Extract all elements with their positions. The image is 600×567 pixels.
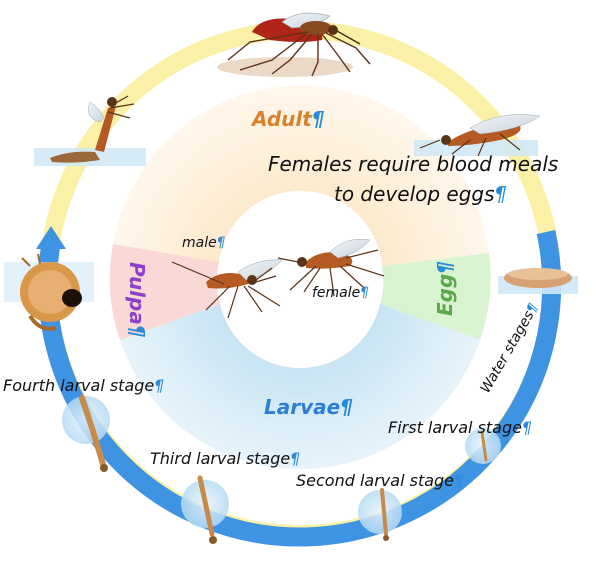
adult-mosquito-top-icon <box>217 12 371 77</box>
first-larva-icon <box>480 430 488 462</box>
sector-adult <box>113 85 489 267</box>
outer-ring-blue <box>38 230 562 547</box>
blood-meal-note-line2: to develop eggs¶ <box>334 182 507 206</box>
egg-raft-icon <box>498 268 578 294</box>
egg-label: Egg¶ <box>433 261 457 316</box>
pupa-icon <box>4 253 94 331</box>
male-mosquito-icon <box>171 259 283 319</box>
male-label: male¶ <box>182 235 226 251</box>
first-larval-label: First larval stage¶ <box>388 418 532 437</box>
fourth-larva-icon <box>79 395 108 472</box>
third-larva-icon <box>197 475 217 544</box>
sector-egg <box>380 253 491 340</box>
sector-pulpa <box>109 244 220 340</box>
female-label: female¶ <box>312 285 369 301</box>
inner-hole <box>218 200 382 364</box>
inner-ring <box>109 85 491 470</box>
emerging-adult-icon <box>34 95 146 166</box>
second-larva-icon <box>380 488 389 541</box>
laying-mosquito-icon <box>414 114 541 157</box>
adult-label: Adult¶ <box>250 107 325 131</box>
ring-arrow-head <box>36 226 66 249</box>
sector-larvae <box>120 304 480 470</box>
larvae-label: Larvae¶ <box>264 395 353 419</box>
fourth-larval-label: Fourth larval stage¶ <box>3 376 164 395</box>
female-mosquito-icon <box>277 239 385 297</box>
blood-meal-note-line1: Females require blood meals <box>268 152 558 176</box>
pulpa-label: Pulpa¶ <box>125 262 149 338</box>
third-larval-label: Third larval stage¶ <box>150 449 300 468</box>
second-larval-label: Second larval stage¶ <box>296 471 464 490</box>
